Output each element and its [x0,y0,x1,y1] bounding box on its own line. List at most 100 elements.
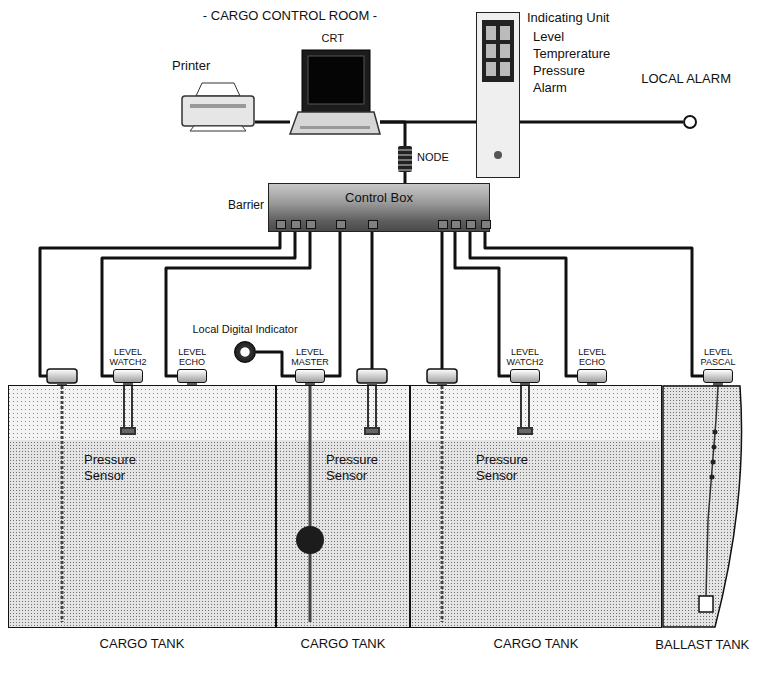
barrier-block [306,220,316,229]
float [296,526,324,554]
signal-cable [256,352,295,376]
pressure-probe [518,428,532,434]
signal-cable [520,121,683,124]
signal-cable [255,121,290,124]
gauge-label: LEVEL MASTER [291,348,329,367]
tank-fill [662,385,742,628]
level-probe [441,386,444,622]
pascal-sensor [713,430,718,435]
pressure-probe [121,386,532,434]
tank-label: CARGO TANK [100,636,185,652]
barrier-block [466,220,476,229]
crt-icon [290,50,380,134]
gauge-head [427,369,457,383]
sensor-cable [441,232,444,369]
pascal-sensor [699,596,713,612]
pressure-probe [520,386,522,430]
device-label: CRT [322,32,344,45]
level-gauge-head: LEVEL ECHO [177,369,207,383]
crt-icon [300,126,370,129]
printer-icon [182,96,254,126]
control-box: Control Box [268,183,490,232]
gauge-label: LEVEL PASCAL [701,348,736,367]
diagram-title: - CARGO CONTROL ROOM - [203,8,377,24]
gauge-label: LEVEL WATCH2 [110,348,147,367]
indicating-unit-icon [476,12,520,178]
barrier-block [438,220,448,229]
cargo-tank: CARGO TANK [8,385,276,628]
network-node: NODE [398,146,412,172]
gauge-head [357,369,387,383]
device-label: Indicating Unit [527,10,609,26]
level-gauge-head: LEVEL WATCH2 [510,369,540,383]
indicating-unit-icon [500,44,510,58]
sensor-cable [40,232,442,376]
printer-icon [182,83,254,131]
box-title: Control Box [345,190,413,206]
tank-label: BALLAST TANK [655,637,749,653]
barrier-block [291,220,301,229]
pressure-probe [121,428,135,434]
pressure-probe [367,386,369,430]
gauge-head [47,369,77,383]
level-gauge-head: LEVEL ECHO [577,369,607,383]
pressure-probe [365,428,379,434]
part-label: Pressure Sensor [326,452,378,484]
gauge-label: LEVEL ECHO [178,348,206,367]
level-gauge-head: LEVEL WATCH2 [113,369,143,383]
hull-outline [663,386,742,627]
pascal-sensor [699,386,718,612]
indicating-unit-icon [494,151,502,159]
hull-outline [662,385,752,628]
pressure-probe [123,386,125,430]
barrier-block [481,220,491,229]
pressure-probe [528,386,530,430]
indicating-unit-icon [486,26,496,40]
level-gauge-head: LEVEL PASCAL [703,369,733,383]
sensor-cable [40,232,280,376]
printer-icon [190,104,246,108]
tank-fill [8,385,662,628]
pressure-probe [131,386,133,430]
indicator-list: Level Temprerature Pressure Alarm [533,28,610,96]
level-probe [62,386,442,622]
part-label: Pressure Sensor [476,452,528,484]
signal-cable [404,172,407,183]
indicating-unit-icon [500,62,510,76]
indicating-unit: Indicating UnitLevel Temprerature Pressu… [476,12,520,178]
barrier-block [368,220,378,229]
device-label: LOCAL ALARM [641,71,731,87]
pascal-sensor [706,386,718,596]
printer-icon [190,126,246,131]
indicating-unit-icon [500,26,510,40]
gauge-label: LEVEL WATCH2 [507,348,544,367]
tank-fill [8,440,662,628]
level-probe [61,386,64,622]
barrier-block [276,220,286,229]
printer-icon [196,83,240,96]
indicating-unit-icon [486,44,496,58]
pascal-sensor [711,460,716,465]
gauge-label: LEVEL ECHO [578,348,606,367]
pascal-sensor [712,445,717,450]
part-label: Pressure Sensor [84,452,136,484]
barrier-block [336,220,346,229]
ballast-tank: BALLAST TANK [662,385,752,628]
indicating-unit-icon [486,62,496,76]
device-label: Printer [172,58,210,74]
printer: Printer [180,82,255,132]
signal-cable [470,232,577,376]
signal-cable [325,232,340,376]
crt-icon [308,56,364,104]
crt-monitor: CRT [290,48,380,136]
float [296,526,324,554]
local-digital-indicator: Local Digital Indicator [234,341,256,363]
signal-cable [380,122,405,146]
signal-cable [102,232,295,376]
tank-label: CARGO TANK [494,636,579,652]
crt-icon [290,112,380,134]
indicating-unit-icon [476,12,520,178]
